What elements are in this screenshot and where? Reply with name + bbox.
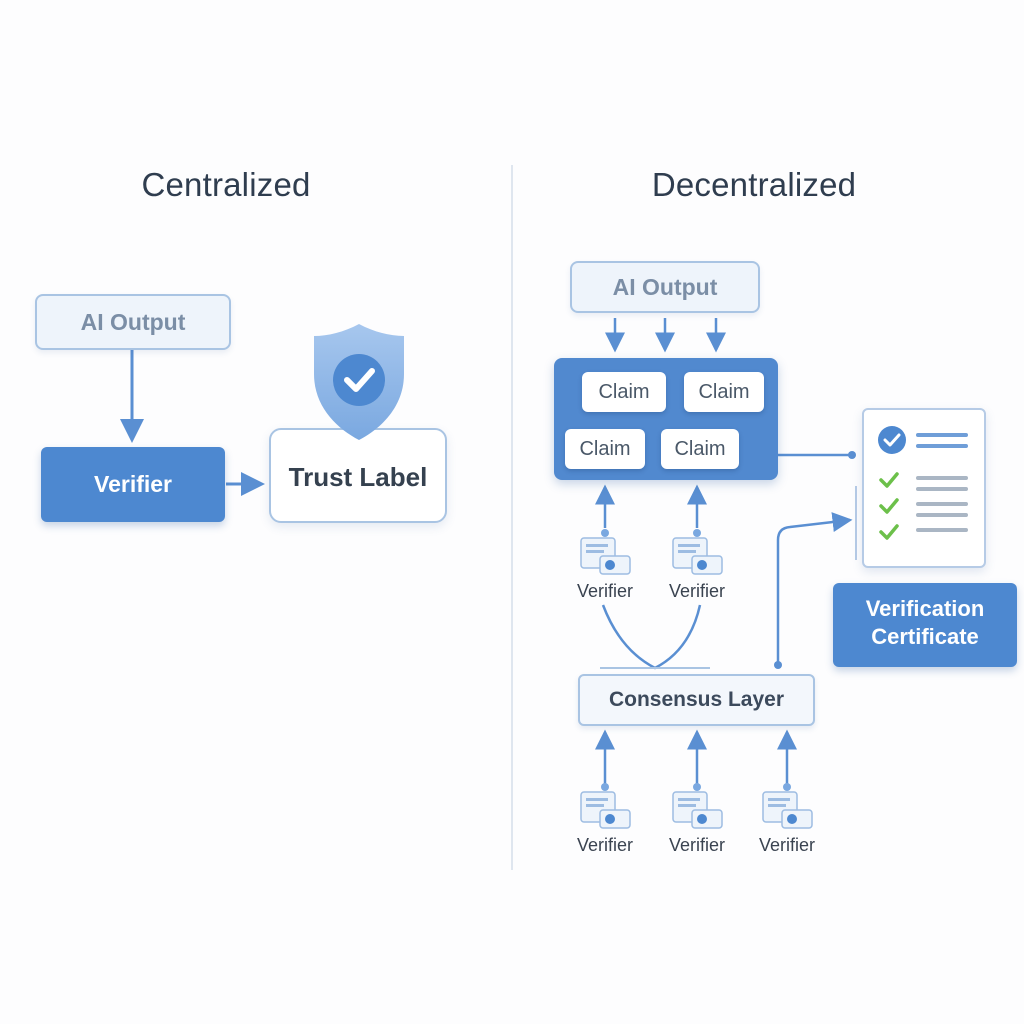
ai-output-label: AI Output <box>80 308 186 335</box>
curve-verifiers-to-consensus <box>601 604 702 670</box>
claim-label: Claim <box>579 437 631 460</box>
verifier-label: Verifier <box>576 581 634 601</box>
verification-certificate-box: Verification Certificate <box>833 583 1017 667</box>
verifier-label: Verifier <box>94 471 172 497</box>
verifier-label: Verifier <box>758 835 816 855</box>
claim-4: Claim <box>661 429 739 469</box>
centralized-ai-output-box: AI Output <box>35 294 231 350</box>
claim-label: Claim <box>674 437 726 460</box>
decentralized-ai-output-box: AI Output <box>570 261 760 313</box>
verifier-label: Verifier <box>668 581 726 601</box>
verifier-document-icon <box>580 783 631 829</box>
verifier-label: Verifier <box>668 835 726 855</box>
lower-verifier-1: Verifier <box>560 782 650 856</box>
lower-verifier-2: Verifier <box>652 782 742 856</box>
lower-verifier-3: Verifier <box>742 782 832 856</box>
certificate-label-line1: Verification <box>865 596 985 621</box>
upper-verifier-1: Verifier <box>560 528 650 602</box>
verifier-document-icon <box>672 529 723 575</box>
centralized-heading: Centralized <box>141 166 311 203</box>
consensus-label: Consensus Layer <box>608 688 785 711</box>
verifier-label: Verifier <box>576 835 634 855</box>
trust-label-text: Trust Label <box>288 462 428 492</box>
certificate-label-line2: Certificate <box>871 624 979 649</box>
trust-label-box: Trust Label <box>269 428 447 523</box>
decentralized-heading: Decentralized <box>651 166 857 203</box>
claim-2: Claim <box>684 372 764 412</box>
upper-verifier-2: Verifier <box>652 528 742 602</box>
ai-output-label: AI Output <box>612 273 718 300</box>
certificate-document <box>862 408 986 568</box>
claim-3: Claim <box>565 429 645 469</box>
arrow-consensus-to-certificate <box>776 512 853 665</box>
claim-label: Claim <box>698 380 750 403</box>
shield-check-icon <box>314 324 404 440</box>
verifier-document-icon <box>580 529 631 575</box>
consensus-layer-box: Consensus Layer <box>578 674 815 726</box>
section-divider <box>511 165 513 870</box>
verifier-document-icon <box>672 783 723 829</box>
claim-1: Claim <box>582 372 666 412</box>
checklist-document-icon <box>878 426 968 540</box>
claim-label: Claim <box>598 380 650 403</box>
centralized-verifier-box: Verifier <box>41 447 225 522</box>
verifier-document-icon <box>762 783 813 829</box>
